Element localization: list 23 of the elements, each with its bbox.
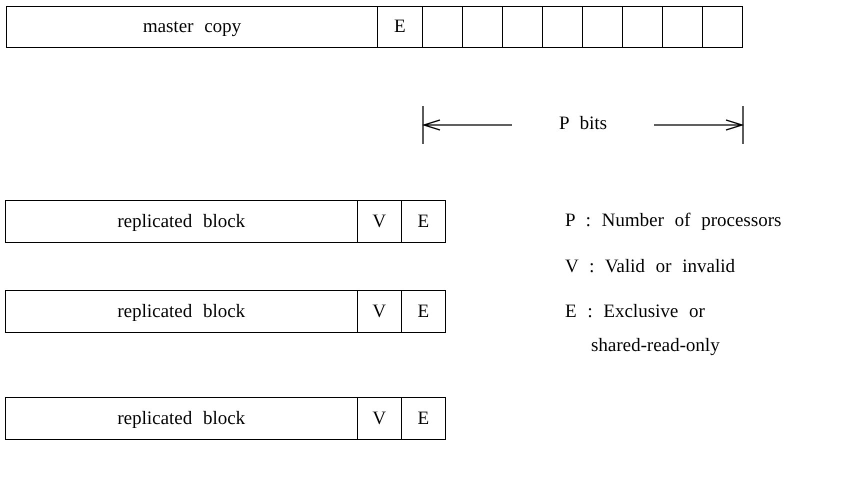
dimension-label: P bits — [558, 113, 608, 135]
bit-field — [622, 6, 663, 48]
flag-field: E — [376, 6, 423, 48]
flag-field: E — [400, 290, 446, 333]
flag-field: V — [356, 397, 402, 440]
bit-field — [502, 6, 543, 48]
legend-note: E : Exclusive or shared-read-only — [565, 300, 721, 358]
block-field: master copy — [6, 6, 378, 48]
legend-note: V : Valid or invalid — [565, 256, 736, 278]
bit-field — [462, 6, 503, 48]
flag-field: E — [400, 200, 446, 243]
bit-field — [702, 6, 743, 48]
block-field: replicated block — [4, 397, 358, 440]
bit-field — [582, 6, 623, 48]
flag-field: V — [356, 200, 402, 243]
bit-field — [662, 6, 703, 48]
block-field: replicated block — [4, 290, 358, 333]
flag-field: V — [356, 290, 402, 333]
flag-field: E — [400, 397, 446, 440]
legend-note: P : Number of processors — [565, 210, 782, 232]
block-field: replicated block — [4, 200, 358, 243]
bit-field — [542, 6, 583, 48]
bit-field — [422, 6, 463, 48]
